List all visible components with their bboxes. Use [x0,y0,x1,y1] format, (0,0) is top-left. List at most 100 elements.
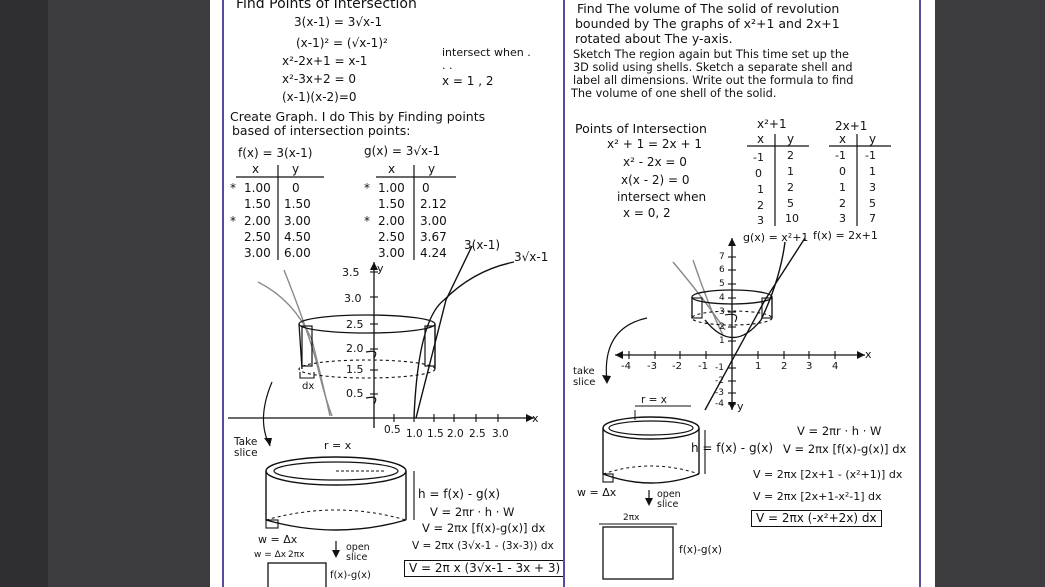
left-volume-3: V = 2πx (3√x-1 - (3x-3)) dx [412,540,554,552]
table-g-header-y: y [428,162,436,176]
left-y-tick-0-5: 0.5 [346,387,364,400]
right-rotation-arrow [724,313,738,323]
right-reflected-curve-2 [692,259,724,336]
right-x-tick-neg2: -2 [672,361,682,372]
right-x-tick-neg1: -1 [698,361,708,372]
right-table-2-r3-y: 3 [869,181,876,194]
right-table-2-header-x: x [839,132,847,146]
right-poi-step-3: x(x - 2) = 0 [621,173,690,187]
left-dx-bracket [299,372,315,379]
right-x-tick-3: 3 [806,361,813,372]
right-x-axis-label: x [865,348,872,361]
right-sketch-line-2: 3D solid using shells. Sketch a separate… [573,61,853,74]
left-x-tick-0-5: 0.5 [384,424,401,436]
right-table-1-r5-y: 10 [785,212,799,225]
left-worksheet-panel: Find Points of Intersection 3(x-1) = 3√x… [222,0,584,587]
right-table-2-r1-x: -1 [835,149,846,162]
right-sketch-line-4: The volume of one shell of the solid. [571,87,777,100]
right-x-tick-neg4: -4 [621,361,631,372]
right-prompt-line-3: rotated about The y-axis. [575,31,733,46]
table-g-row-3-mark: * [364,214,370,228]
left-y-tick-2-0: 2.0 [346,342,364,355]
table-g-row-3-x: 2.00 [378,214,405,228]
right-table-2-r2-x: 0 [839,165,846,178]
table-g-row-1-mark: * [364,181,370,195]
left-open-shell-bottom [265,519,407,531]
reflected-curve-f [257,281,331,417]
right-table-1-r2-y: 1 [787,165,794,178]
right-y-tick-6: 6 [719,265,725,275]
right-x-tick-4: 4 [832,361,839,372]
right-table-2-r3-x: 1 [839,181,846,194]
right-volume-3: V = 2πx [2x+1 - (x²+1)] dx [753,468,903,481]
right-table-1-r1-x: -1 [753,151,764,164]
table-f-row-5-x: 3.00 [244,246,271,260]
left-sketch-graph [228,245,534,587]
right-y-axis-label: y [737,400,744,413]
left-y-tick-1-5: 1.5 [346,363,364,376]
table-g-row-3-y: 3.00 [420,214,447,228]
left-shell-w-dx: w = Δx [254,550,287,560]
right-y-tick-4: 4 [719,293,725,303]
right-table-1-r4-y: 5 [787,197,794,210]
right-y-tick-neg1: -1 [715,363,724,373]
right-worksheet-panel: Find The volume of The solid of revoluti… [563,0,921,587]
table-f-row-3-mark: * [230,214,236,228]
right-x-tick-neg3: -3 [647,361,657,372]
left-equation-1: 3(x-1) = 3√x-1 [294,15,383,29]
right-curve-line [704,237,806,411]
table-g-row-2-y: 2.12 [420,197,447,211]
table-g-row-4-x: 2.50 [378,230,405,244]
table-f-title: f(x) = 3(x-1) [238,146,313,160]
table-g-row-1-x: 1.00 [378,181,405,195]
left-x-tick-1-5: 1.5 [427,428,444,440]
left-shell-strip-left [301,325,313,367]
right-table-2-title: 2x+1 [835,119,868,133]
right-table-2-r4-y: 5 [869,197,876,210]
left-intersect-values: x = 1 , 2 [442,74,494,88]
table-f-header-y: y [292,162,300,176]
left-equation-4: x²-3x+2 = 0 [282,72,356,86]
table-f-row-5-y: 6.00 [284,246,311,260]
right-y-tick-2: 2 [719,322,725,332]
right-intersect-values: x = 0, 2 [623,206,671,220]
right-y-tick-neg2: -2 [715,376,724,386]
right-prompt-line-2: bounded by The graphs of x²+1 and 2x+1 [575,16,840,31]
table-f-row-4-x: 2.50 [244,230,271,244]
table-f-row-4-y: 4.50 [284,230,311,244]
right-x-tick-marks [628,351,836,359]
left-x-tick-1-0: 1.0 [406,428,423,440]
table-g-row-5-y: 4.24 [420,246,447,260]
left-shell-w-label: w = Δx [258,533,298,546]
left-shell-circumference: 2πx [288,550,305,560]
label-curve-f: 3(x-1) [464,238,501,252]
document-page: Find Points of Intersection 3(x-1) = 3√x… [210,0,935,587]
right-table-1-header-y: y [787,132,795,146]
table-f-row-2-y: 1.50 [284,197,311,211]
right-x-tick-1: 1 [755,361,762,372]
right-y-tick-1: 1 [719,336,725,346]
right-table-1-r5-x: 3 [757,214,764,227]
right-table-2-r5-y: 7 [869,212,876,225]
right-table-1-r3-x: 1 [757,183,764,196]
right-sketch-line-3: label all dimensions. Write out the form… [573,74,854,87]
left-volume-final: V = 2π x (3√x-1 - 3x + 3) dx [404,560,584,577]
table-f-row-1-mark: * [230,181,236,195]
right-y-tick-3: 3 [719,307,725,317]
right-shell-h-label: h = f(x) - g(x) [691,441,774,455]
right-table-2-r1-y: -1 [865,149,876,162]
table-f-row-3-y: 3.00 [284,214,311,228]
left-x-axis-label: x [532,412,539,425]
left-x-tick-2-0: 2.0 [447,428,464,440]
right-label-g: g(x) = x²+1 [743,231,809,244]
right-reflected-curve-1 [672,261,726,331]
left-volume-2: V = 2πx [f(x)-g(x)] dx [422,521,546,535]
curve-g-root [413,261,515,419]
left-take-slice-label: Take slice [234,436,258,459]
right-x-tick-2: 2 [781,361,788,372]
right-shell-w-label: w = Δx [577,486,617,499]
left-y-tick-3-0: 3.0 [344,292,362,305]
left-x-tick-2-5: 2.5 [469,428,486,440]
right-take-slice-arrow [605,317,648,383]
left-shell-top [298,314,436,334]
